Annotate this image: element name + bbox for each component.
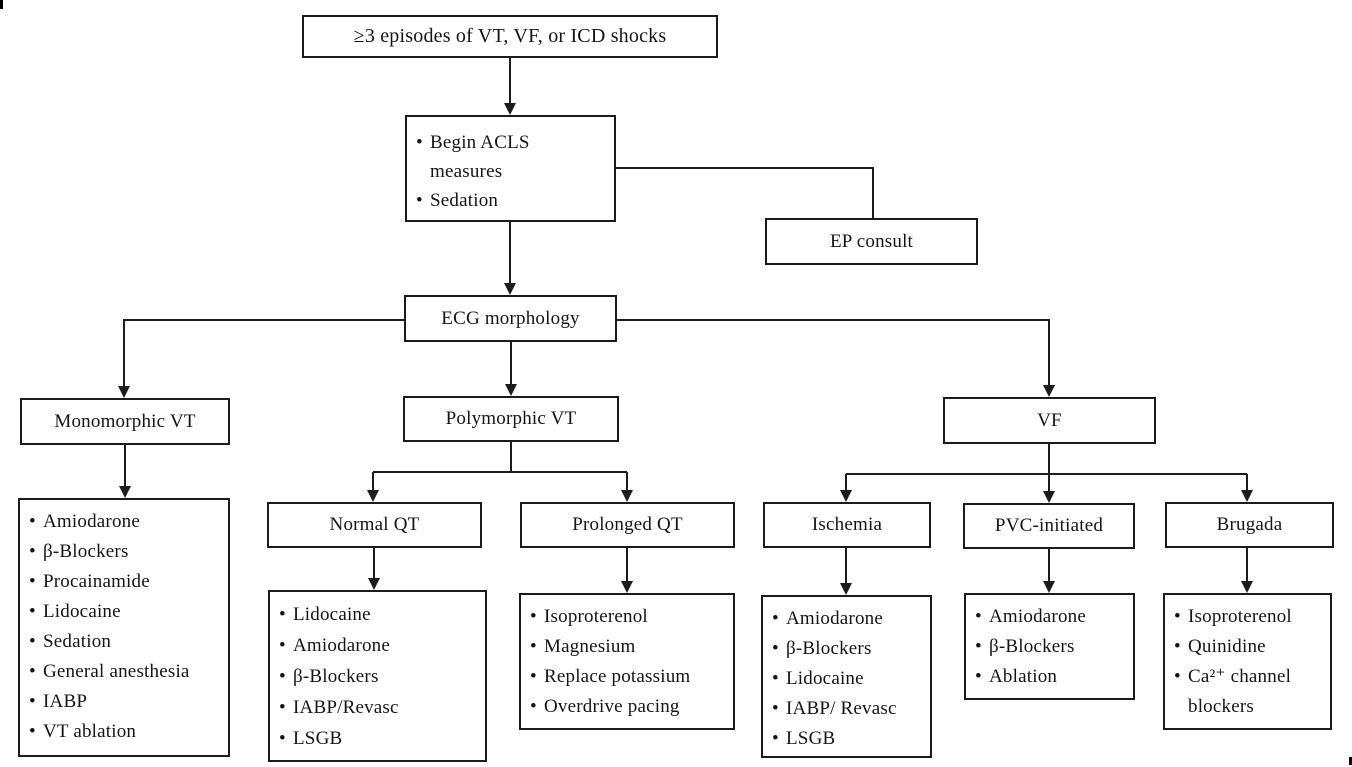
connector-ecg-to-polymorphic (505, 342, 517, 396)
list-item: General anesthesia (29, 657, 224, 687)
connector-acls-to-ecg (504, 222, 516, 295)
node-vf-label: VF (1037, 409, 1062, 431)
connector-vf-split (840, 444, 1253, 503)
list-item: IABP/ Revasc (772, 694, 926, 724)
node-monomorphic-vt: Monomorphic VT (20, 398, 230, 445)
list-item: Magnesium (530, 632, 729, 662)
list-item: Amiodarone (772, 604, 926, 634)
list-item: Procainamide (29, 567, 224, 597)
connector-episodes-to-acls (504, 58, 516, 115)
node-pvc-initiated-label: PVC-initiated (994, 515, 1104, 536)
node-ischemia: Ischemia (763, 502, 931, 548)
arrowhead (368, 578, 380, 590)
arrowhead (1241, 581, 1253, 593)
connector-brugada-to-treatments (1241, 548, 1253, 593)
node-prolonged-qt-treatments: Isoproterenol Magnesium Replace potassiu… (519, 593, 735, 730)
connector-polymorphic-split (367, 442, 633, 502)
node-ischemia-label: Ischemia (811, 514, 883, 535)
arrowhead (118, 386, 130, 398)
list-item: IABP (29, 687, 224, 717)
arrowhead (504, 283, 516, 295)
node-monomorphic-treatments: Amiodarone β-Blockers Procainamide Lidoc… (18, 498, 230, 757)
list-item: LSGB (279, 723, 481, 754)
list-item: LSGB (772, 724, 926, 754)
node-brugada: Brugada (1165, 502, 1334, 548)
list-item: Amiodarone (29, 507, 224, 537)
node-acls: Begin ACLS measures Sedation (405, 115, 616, 222)
list-item: IABP/Revasc (279, 692, 481, 723)
arrowhead (504, 103, 516, 115)
list-item: β-Blockers (279, 661, 481, 692)
list-item: Sedation (416, 186, 610, 215)
arrowhead (367, 490, 379, 502)
list-item: Begin ACLS measures (416, 128, 610, 186)
list-item: Replace potassium (530, 662, 729, 692)
arrowhead (621, 581, 633, 593)
connector-prolonged-qt-to-treatments (621, 548, 633, 593)
list-item: VT ablation (29, 717, 224, 747)
connector-acls-to-ep-consult (615, 167, 874, 218)
node-monomorphic-vt-label: Monomorphic VT (54, 410, 196, 432)
scan-artifact (1349, 757, 1352, 765)
node-episodes-label: ≥3 episodes of VT, VF, or ICD shocks (353, 25, 667, 47)
node-ischemia-treatments: Amiodarone β-Blockers Lidocaine IABP/ Re… (761, 595, 932, 758)
list-item: β-Blockers (29, 537, 224, 567)
connector-ecg-to-monomorphic (118, 319, 404, 398)
list-item: Amiodarone (279, 630, 481, 661)
node-ecg-morphology-label: ECG morphology (441, 307, 580, 329)
list-item: Lidocaine (279, 599, 481, 630)
arrowhead (840, 490, 852, 502)
list-item: Isoproterenol (530, 602, 729, 632)
node-brugada-label: Brugada (1216, 514, 1283, 535)
list-item: Amiodarone (975, 602, 1129, 632)
list-item: Lidocaine (772, 664, 926, 694)
arrowhead (1043, 491, 1055, 503)
node-pvc-treatments: Amiodarone β-Blockers Ablation (964, 593, 1135, 700)
node-brugada-treatments: Isoproterenol Quinidine Ca²⁺ channel blo… (1163, 593, 1332, 730)
arrowhead (505, 384, 517, 396)
node-ecg-morphology: ECG morphology (404, 295, 617, 342)
list-item: β-Blockers (975, 632, 1129, 662)
connector-normal-qt-to-treatments (368, 548, 380, 590)
arrowhead (119, 486, 131, 498)
list-item: Lidocaine (29, 597, 224, 627)
list-item: Quinidine (1174, 632, 1326, 662)
connector-monomorphic-to-treatments (119, 445, 131, 498)
scan-artifact (0, 0, 3, 9)
list-item: β-Blockers (772, 634, 926, 664)
connector-ischemia-to-treatments (840, 548, 852, 595)
node-prolonged-qt: Prolonged QT (520, 502, 735, 548)
arrowhead (1043, 385, 1055, 397)
node-episodes: ≥3 episodes of VT, VF, or ICD shocks (302, 15, 718, 58)
arrowhead (840, 583, 852, 595)
node-prolonged-qt-label: Prolonged QT (572, 514, 683, 535)
arrowhead (621, 490, 633, 502)
list-item: Overdrive pacing (530, 692, 729, 722)
node-ep-consult-label: EP consult (829, 230, 914, 252)
node-polymorphic-vt-label: Polymorphic VT (445, 408, 577, 429)
node-polymorphic-vt: Polymorphic VT (403, 396, 619, 442)
connector-ecg-to-vf (617, 319, 1055, 397)
node-vf: VF (943, 397, 1156, 444)
connector-pvc-to-treatments (1043, 549, 1055, 593)
node-ep-consult: EP consult (765, 218, 978, 265)
node-normal-qt: Normal QT (267, 502, 482, 548)
list-item: Ca²⁺ channel blockers (1174, 662, 1326, 722)
arrowhead (1043, 581, 1055, 593)
node-normal-qt-treatments: Lidocaine Amiodarone β-Blockers IABP/Rev… (268, 590, 487, 762)
list-item: Ablation (975, 662, 1129, 692)
arrowhead (1241, 490, 1253, 502)
node-pvc-initiated: PVC-initiated (963, 503, 1135, 549)
node-normal-qt-label: Normal QT (329, 514, 420, 535)
list-item: Isoproterenol (1174, 602, 1326, 632)
list-item: Sedation (29, 627, 224, 657)
